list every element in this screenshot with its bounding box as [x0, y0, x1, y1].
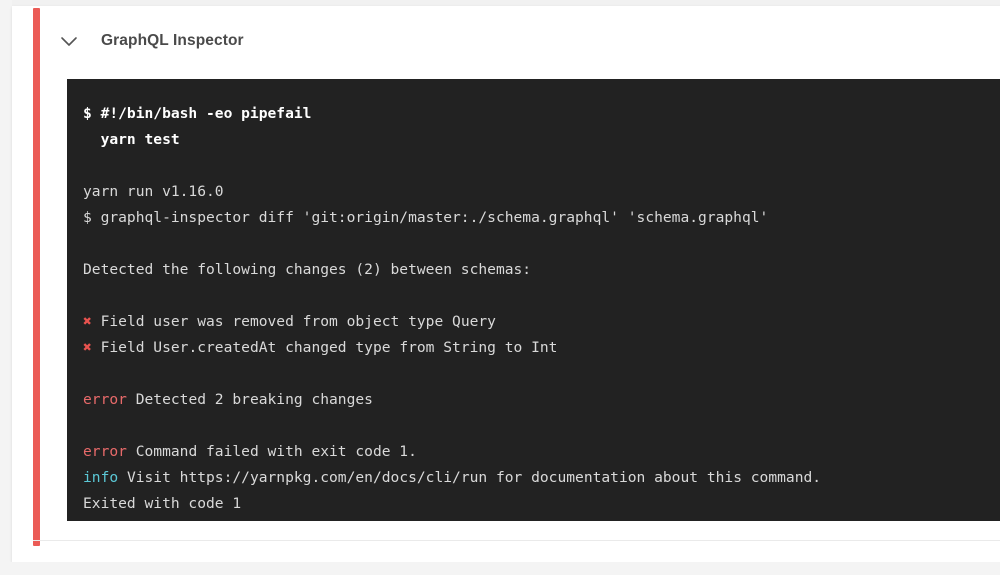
terminal-breaking-change-line: ✖ Field User.createdAt changed type from… — [83, 335, 1000, 361]
terminal-error-line: error Command failed with exit code 1. — [83, 439, 1000, 465]
terminal-blank-line — [83, 231, 1000, 257]
status-bar-failed — [33, 8, 40, 546]
terminal-line-text: Command failed with exit code 1. — [126, 443, 417, 460]
terminal-error-line: error Detected 2 breaking changes — [83, 387, 1000, 413]
terminal-blank-line — [83, 283, 1000, 309]
card-divider — [33, 540, 1000, 541]
terminal-blank-line — [83, 153, 1000, 179]
terminal-info-line: info Visit https://yarnpkg.com/en/docs/c… — [83, 465, 1000, 491]
terminal-line-text: Detected 2 breaking changes — [126, 391, 373, 408]
terminal-breaking-change-line: ✖ Field user was removed from object typ… — [83, 309, 1000, 335]
top-strip — [0, 0, 1000, 6]
cross-icon: ✖ — [83, 339, 92, 356]
terminal-output-line: Exited with code 1 — [83, 495, 242, 512]
terminal-info-tag: info — [83, 469, 119, 486]
terminal-lines: $ #!/bin/bash -eo pipefail yarn test yar… — [67, 79, 1000, 517]
terminal-output[interactable]: $ #!/bin/bash -eo pipefail yarn test yar… — [67, 79, 1000, 521]
terminal-command-line: yarn test — [83, 131, 180, 148]
panel-header-toggle[interactable]: GraphQL Inspector — [56, 18, 244, 64]
terminal-output-line: Detected the following changes (2) betwe… — [83, 261, 532, 278]
terminal-error-tag: error — [83, 391, 127, 408]
terminal-blank-line — [83, 413, 1000, 439]
page-title: GraphQL Inspector — [101, 32, 244, 49]
terminal-output-line: $ graphql-inspector diff 'git:origin/mas… — [83, 209, 769, 226]
terminal-command-line: $ #!/bin/bash -eo pipefail — [83, 105, 312, 122]
terminal-error-tag: error — [83, 443, 127, 460]
left-gutter — [0, 0, 12, 575]
cross-icon: ✖ — [83, 313, 92, 330]
bottom-gutter — [0, 562, 1000, 575]
chevron-down-icon[interactable] — [56, 28, 82, 54]
terminal-line-text: Field user was removed from object type … — [91, 313, 496, 330]
terminal-line-text: Visit https://yarnpkg.com/en/docs/cli/ru… — [118, 469, 822, 486]
terminal-line-text: Field User.createdAt changed type from S… — [91, 339, 558, 356]
build-step-card: GraphQL Inspector $ #!/bin/bash -eo pipe… — [12, 6, 1000, 562]
terminal-output-line: yarn run v1.16.0 — [83, 183, 224, 200]
terminal-blank-line — [83, 361, 1000, 387]
